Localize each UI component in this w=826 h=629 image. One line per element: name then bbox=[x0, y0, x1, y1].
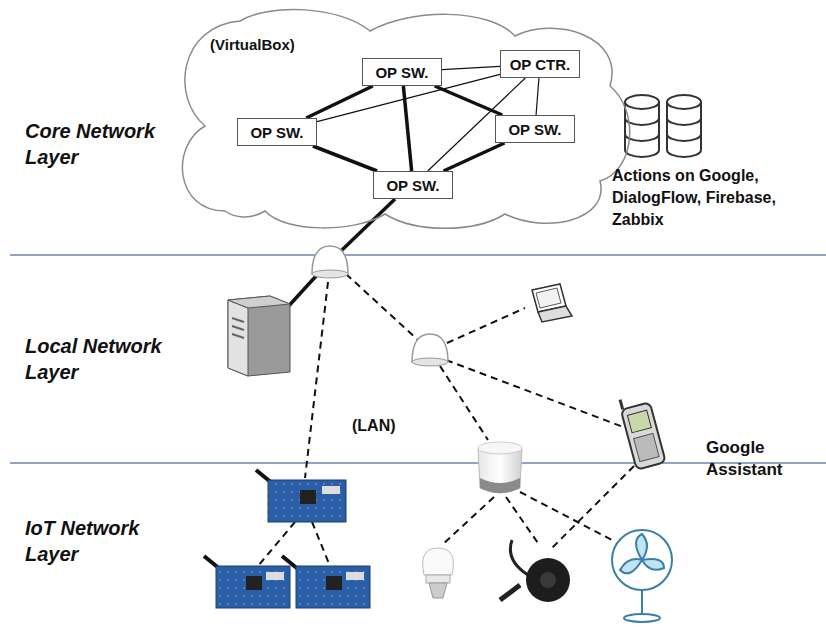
laptop-icon bbox=[532, 284, 572, 322]
router-icon bbox=[312, 246, 348, 278]
iot-board-icon bbox=[204, 556, 290, 608]
control-link bbox=[442, 66, 500, 69]
data-link bbox=[435, 86, 503, 115]
service-list: Actions on Google, DialogFlow, Firebase,… bbox=[612, 165, 817, 231]
fan-icon bbox=[612, 530, 672, 622]
cloud-region: OP SW. OP CTR. OP SW. OP SW. OP SW. (VirtualB… bbox=[170, 6, 632, 234]
process-box: OP SW. bbox=[373, 171, 453, 199]
database-icon bbox=[625, 95, 701, 157]
region-title: (VirtualBox) bbox=[210, 36, 295, 53]
process-box: OP SW. bbox=[362, 58, 442, 86]
process-box: OP CTR. bbox=[500, 50, 580, 78]
cloud-shape bbox=[182, 10, 629, 229]
device-label: Google Assistant bbox=[706, 437, 816, 481]
chromecast-icon bbox=[500, 540, 570, 602]
network-label: (LAN) bbox=[352, 416, 422, 436]
box-label: OP CTR. bbox=[510, 56, 571, 73]
box-label: OP SW. bbox=[386, 177, 439, 194]
light-bulb-icon bbox=[423, 548, 454, 598]
iot-board-icon bbox=[282, 556, 370, 608]
layer-label: IoT Network Layer bbox=[25, 515, 175, 567]
server-icon bbox=[228, 296, 290, 376]
process-box: OP SW. bbox=[495, 115, 575, 143]
phone-icon bbox=[618, 392, 666, 469]
process-box: OP SW. bbox=[237, 118, 317, 146]
box-label: OP SW. bbox=[250, 124, 303, 141]
control-link bbox=[536, 78, 539, 115]
data-link bbox=[313, 146, 377, 171]
layer-divider bbox=[10, 254, 826, 256]
router-icon bbox=[412, 334, 448, 366]
box-label: OP SW. bbox=[375, 64, 428, 81]
layer-divider bbox=[10, 462, 826, 464]
smart-speaker-icon bbox=[478, 442, 522, 493]
box-label: OP SW. bbox=[508, 121, 561, 138]
iot-board-icon bbox=[256, 470, 346, 522]
layer-label: Core Network Layer bbox=[25, 118, 175, 170]
data-link bbox=[306, 86, 373, 118]
links bbox=[258, 199, 634, 566]
layer-label: Local Network Layer bbox=[25, 333, 175, 385]
